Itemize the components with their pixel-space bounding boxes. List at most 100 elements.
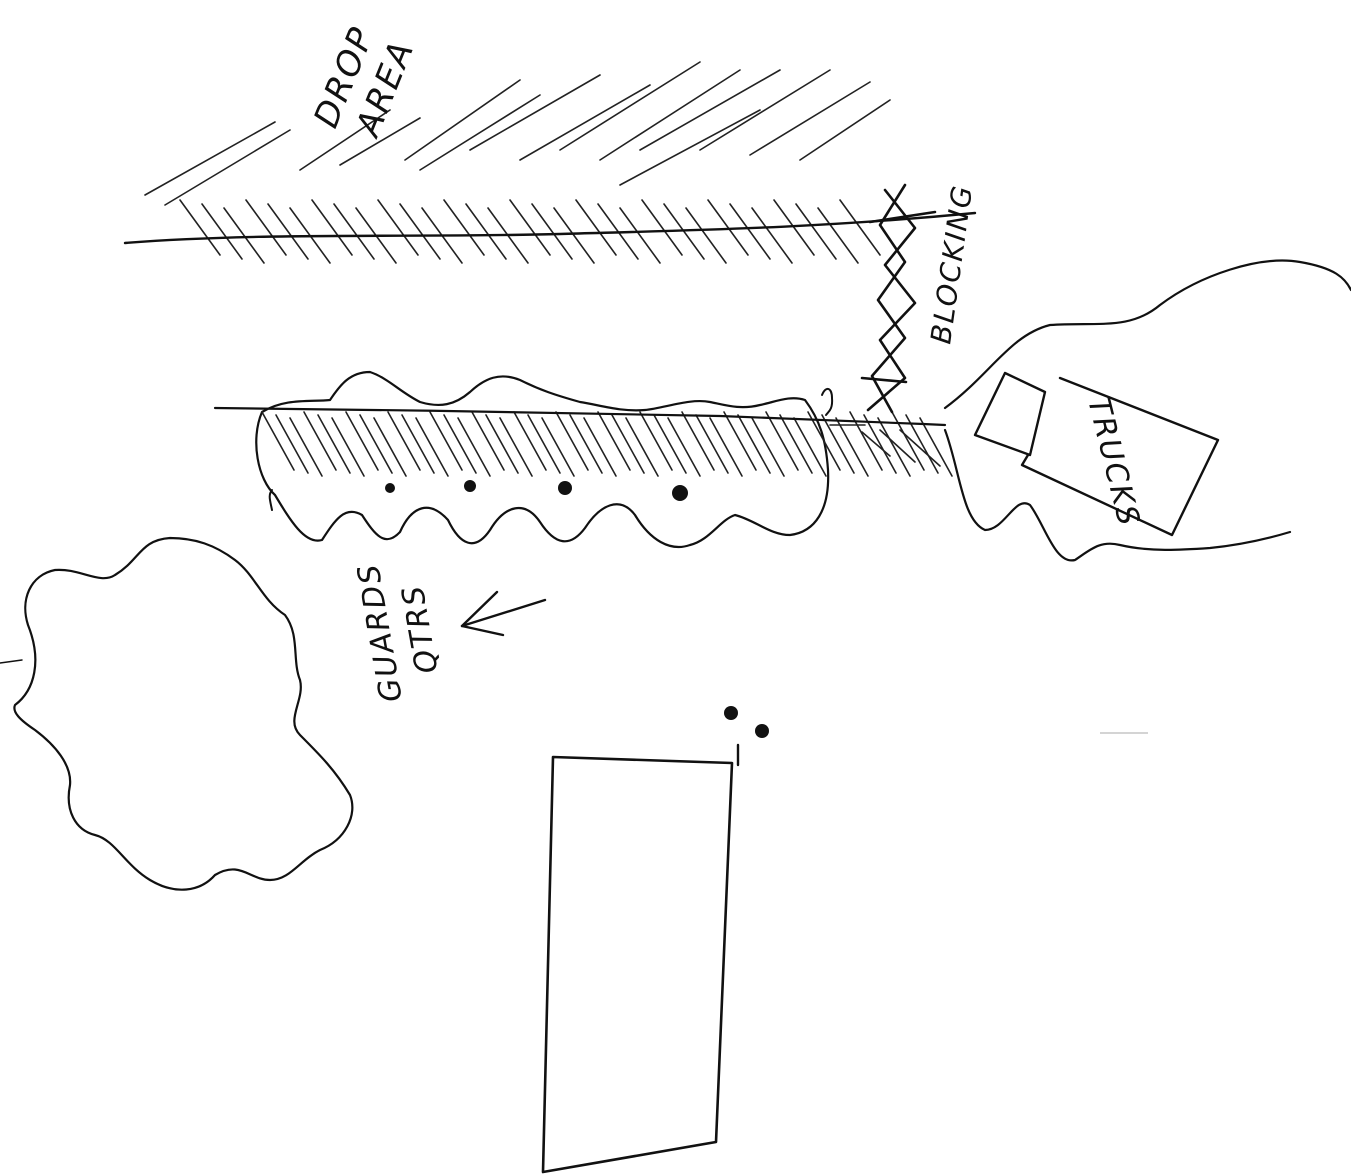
hatch-stroke xyxy=(311,199,353,256)
hatch-stroke xyxy=(527,414,561,474)
hatch-stroke xyxy=(377,199,419,256)
hatch-stroke xyxy=(611,414,645,474)
hatch-stroke xyxy=(469,74,601,151)
guard-dot xyxy=(672,485,688,501)
treeline-outline xyxy=(255,370,830,549)
hatch-stroke xyxy=(531,203,573,260)
trucks-label: TRUCKS xyxy=(1080,393,1146,530)
hatch-stroke xyxy=(499,417,533,477)
hatch-stroke xyxy=(653,414,687,474)
hatch-stroke xyxy=(471,411,505,471)
drop-area-label: DROP AREA xyxy=(306,21,422,144)
hatch-stroke xyxy=(359,414,393,474)
hatch-stroke xyxy=(179,199,221,256)
hatch-stroke xyxy=(339,117,421,166)
hatch-stroke xyxy=(749,81,871,156)
arrow-to-guards-quarters xyxy=(460,590,547,637)
hatch-stroke xyxy=(667,417,701,477)
hatch-stroke xyxy=(201,203,243,260)
hatch-stroke xyxy=(597,411,631,471)
hatch-stroke xyxy=(751,417,785,477)
blocking-label: BLOCKING xyxy=(924,182,979,346)
hatch-stroke xyxy=(331,417,365,477)
guard-dot xyxy=(724,706,738,720)
trucks-label-text: TRUCKS xyxy=(1080,393,1146,530)
hatch-stroke xyxy=(737,414,771,474)
hatch-stroke xyxy=(729,203,771,260)
guard-dot xyxy=(385,483,395,493)
hatch-stroke xyxy=(299,109,391,171)
treeline-right-tip xyxy=(821,387,834,416)
guards-qtrs-label-line1: GUARDS xyxy=(351,560,410,705)
hatch-stroke xyxy=(387,411,421,471)
hatch-stroke xyxy=(877,417,911,477)
hatch-stroke xyxy=(443,199,485,256)
hatch-stroke xyxy=(569,414,603,474)
hatch-stroke xyxy=(443,414,477,474)
hatch-stroke xyxy=(144,121,276,196)
hatch-stroke xyxy=(751,207,793,264)
hatch-stroke xyxy=(723,411,757,471)
hatch-stroke xyxy=(779,414,813,474)
hatch-stroke xyxy=(485,414,519,474)
guard-dot xyxy=(558,481,572,495)
hatch-stroke xyxy=(641,199,683,256)
hatch-stroke xyxy=(317,414,351,474)
hatch-stroke xyxy=(513,411,547,471)
hatch-stroke xyxy=(401,414,435,474)
hatch-stroke xyxy=(267,203,309,260)
truck-area-lower-edge xyxy=(943,428,1292,562)
guards-quarters-outline xyxy=(13,536,354,891)
hatch-stroke xyxy=(164,129,291,206)
hatch-stroke xyxy=(681,411,715,471)
hatch-stroke xyxy=(793,417,827,477)
hatch-stroke xyxy=(553,207,595,264)
hatch-stroke xyxy=(835,417,869,477)
hatch-stroke xyxy=(509,199,551,256)
main-building xyxy=(541,755,734,1174)
hatch-stroke xyxy=(223,207,265,264)
hatch-stroke xyxy=(275,414,309,474)
truck-area-outline xyxy=(943,259,1351,410)
guard-positions xyxy=(385,480,688,501)
hatch-stroke xyxy=(415,417,449,477)
hatch-stroke xyxy=(863,414,897,474)
drop-area-hatching xyxy=(144,61,891,264)
hatch-stroke xyxy=(575,199,617,256)
hatch-stroke xyxy=(905,414,939,474)
blocking-label-text: BLOCKING xyxy=(924,182,979,346)
hatch-stroke xyxy=(773,199,815,256)
drop-area-boundary-line xyxy=(123,211,977,245)
truck-area-hatching-edge xyxy=(829,424,941,467)
hatch-stroke xyxy=(619,109,761,186)
guards-qtrs-label: GUARDS QTRS xyxy=(351,560,445,705)
treeline-hatching xyxy=(261,411,953,477)
hatch-stroke xyxy=(289,417,323,477)
hatch-stroke xyxy=(599,69,741,161)
hatch-stroke xyxy=(404,79,521,161)
hatch-stroke xyxy=(821,414,855,474)
hatch-stroke xyxy=(619,207,661,264)
guard-dot xyxy=(755,724,769,738)
hatch-stroke xyxy=(465,203,507,260)
hatch-stroke xyxy=(625,417,659,477)
building-guard-positions xyxy=(724,706,769,738)
hatch-stroke xyxy=(707,199,749,256)
hatch-stroke xyxy=(399,203,441,260)
hatch-stroke xyxy=(807,411,841,471)
hatch-stroke xyxy=(303,411,337,471)
road-line xyxy=(213,406,947,427)
hatch-stroke xyxy=(457,417,491,477)
hatch-stroke xyxy=(559,61,701,151)
hatch-stroke xyxy=(765,411,799,471)
hatch-stroke xyxy=(799,99,891,161)
hatch-stroke xyxy=(245,199,287,256)
treeline-left-tail xyxy=(268,489,273,511)
hatch-stroke xyxy=(817,207,859,264)
hatch-stroke xyxy=(345,411,379,471)
hatch-stroke xyxy=(919,417,953,477)
hatch-stroke xyxy=(429,411,463,471)
hatch-stroke xyxy=(373,417,407,477)
hatch-stroke xyxy=(583,417,617,477)
